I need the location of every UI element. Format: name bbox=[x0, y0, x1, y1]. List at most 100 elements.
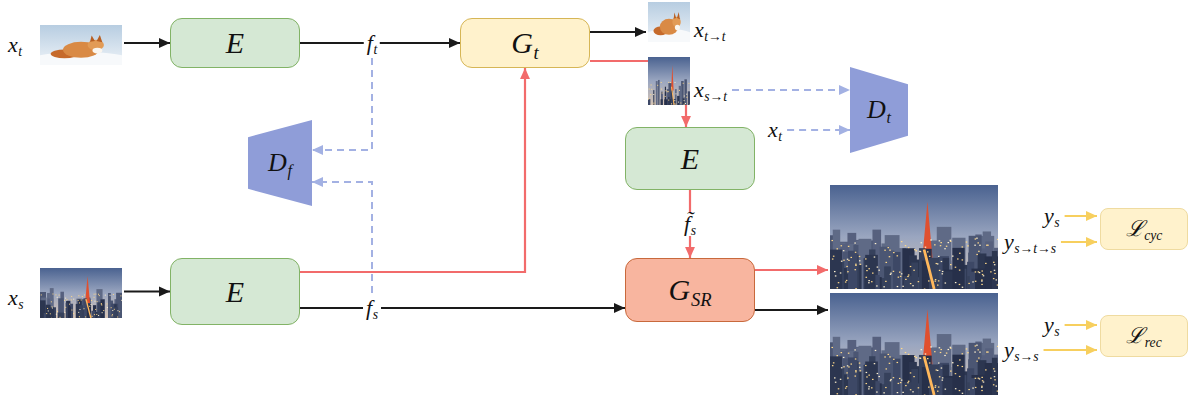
city-light bbox=[838, 282, 840, 283]
city-light bbox=[876, 285, 878, 286]
city-light bbox=[73, 313, 74, 314]
math-subscript: s→s bbox=[1014, 349, 1038, 364]
city-light bbox=[674, 100, 675, 101]
city-light bbox=[993, 278, 995, 279]
city-light bbox=[662, 93, 663, 94]
city-light bbox=[910, 283, 912, 284]
city-light bbox=[936, 263, 938, 264]
city-light bbox=[908, 354, 910, 355]
city-light bbox=[653, 103, 654, 104]
street-lights bbox=[672, 87, 675, 105]
discriminator-input-arrow bbox=[312, 58, 372, 150]
math-subscript: t→t bbox=[704, 29, 725, 44]
city-light bbox=[649, 89, 650, 90]
city-light bbox=[939, 376, 941, 377]
city-light bbox=[929, 362, 931, 363]
city-light bbox=[902, 392, 904, 393]
city-light bbox=[929, 256, 931, 257]
city-light bbox=[885, 368, 887, 369]
city-light bbox=[667, 91, 668, 92]
city-light bbox=[688, 83, 689, 84]
city-light bbox=[898, 277, 900, 278]
variable-label: xs→t bbox=[694, 79, 727, 101]
city-light bbox=[908, 274, 910, 275]
city-light bbox=[967, 352, 969, 353]
city-light bbox=[990, 271, 992, 272]
math-base: y bbox=[1044, 203, 1054, 228]
city-light bbox=[98, 315, 99, 316]
city-light bbox=[675, 93, 676, 94]
encoder-box: E bbox=[625, 127, 755, 190]
city-light bbox=[935, 279, 937, 280]
city-light bbox=[925, 247, 927, 248]
building bbox=[688, 91, 690, 105]
math-base: G bbox=[511, 26, 533, 59]
variable-label: ys bbox=[1044, 205, 1060, 227]
city-light bbox=[889, 256, 891, 257]
city-light bbox=[833, 362, 835, 363]
building bbox=[661, 92, 663, 105]
city-light bbox=[82, 296, 83, 297]
city-light bbox=[884, 356, 886, 357]
city-light bbox=[64, 312, 65, 313]
building bbox=[952, 238, 965, 289]
math-base: ℒ bbox=[1126, 323, 1144, 348]
building bbox=[863, 365, 869, 395]
city-light bbox=[112, 314, 113, 315]
city-light bbox=[66, 299, 67, 300]
city-light bbox=[113, 294, 114, 295]
city-light bbox=[71, 296, 72, 297]
city-light bbox=[934, 244, 936, 245]
city-light bbox=[650, 94, 651, 95]
city-light bbox=[838, 388, 840, 389]
city-light bbox=[940, 245, 942, 246]
city-light bbox=[832, 365, 834, 366]
city-light bbox=[959, 359, 961, 360]
building bbox=[114, 307, 118, 318]
discriminator-input-arrow bbox=[732, 89, 850, 91]
city-light bbox=[935, 387, 937, 388]
flow-arrow bbox=[300, 68, 525, 272]
city-light bbox=[65, 298, 66, 299]
math-base: ℒ bbox=[1126, 216, 1144, 241]
math-base: x bbox=[694, 77, 704, 102]
city-light bbox=[974, 351, 976, 352]
city-light bbox=[938, 362, 940, 363]
city-light bbox=[114, 309, 115, 310]
city-light bbox=[899, 272, 901, 273]
city-light bbox=[884, 250, 886, 251]
city-light bbox=[930, 239, 932, 240]
math-subscript: s→t bbox=[704, 89, 727, 104]
output-arrow bbox=[590, 31, 646, 33]
node-text: ℒrec bbox=[1126, 325, 1161, 347]
city-light bbox=[889, 363, 891, 364]
city-light bbox=[79, 309, 80, 310]
city-light bbox=[850, 257, 852, 258]
city-light bbox=[865, 365, 867, 366]
city-light bbox=[981, 386, 983, 387]
city-light bbox=[993, 368, 995, 369]
city-light bbox=[866, 277, 868, 278]
city-light bbox=[959, 390, 961, 391]
city-light bbox=[921, 242, 923, 243]
city-light bbox=[981, 284, 983, 285]
building bbox=[683, 98, 685, 105]
building bbox=[864, 364, 869, 395]
city-light bbox=[996, 279, 998, 280]
math-base: y bbox=[1044, 312, 1054, 337]
variable-label: ys→t→s bbox=[1004, 231, 1056, 253]
city-light bbox=[900, 382, 902, 383]
city-light bbox=[899, 378, 901, 379]
city-light bbox=[78, 312, 79, 313]
building bbox=[661, 99, 663, 105]
city-light bbox=[41, 294, 42, 295]
city-light bbox=[651, 89, 652, 90]
math-subscript: t bbox=[373, 42, 377, 57]
city-light bbox=[675, 104, 676, 105]
city-light bbox=[950, 347, 952, 348]
city-light bbox=[962, 287, 964, 288]
city-light bbox=[657, 85, 658, 86]
photo-background bbox=[40, 268, 122, 318]
city-light bbox=[855, 371, 857, 372]
math-base: D bbox=[867, 95, 886, 124]
